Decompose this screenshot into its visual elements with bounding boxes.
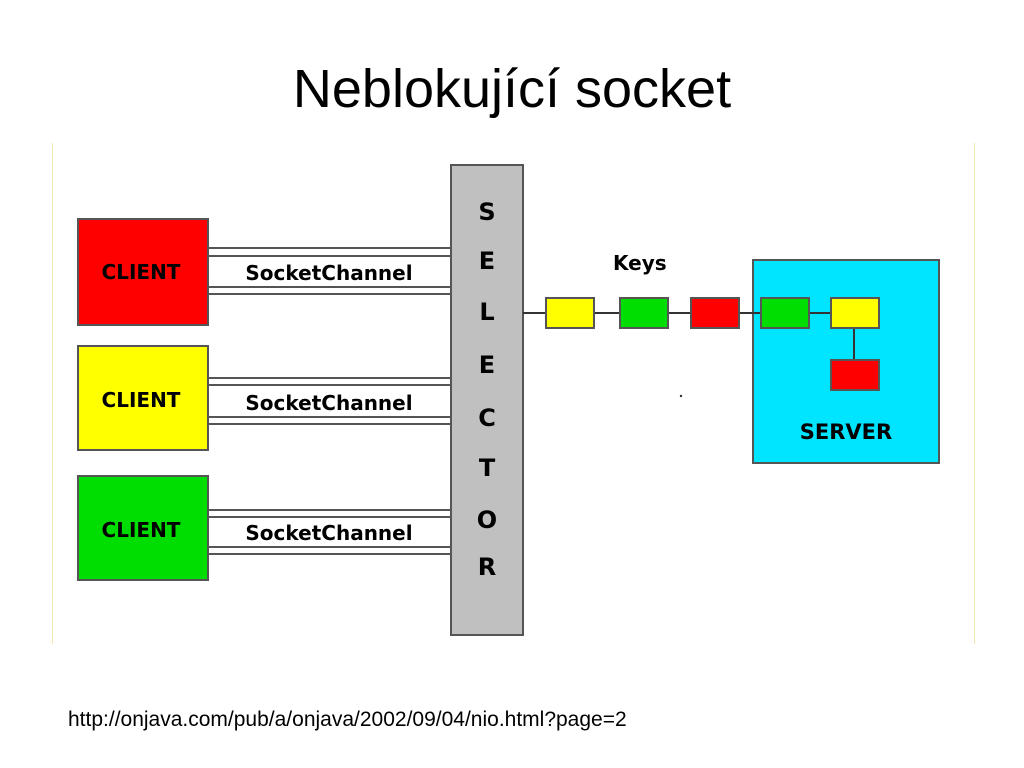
client-label-3: CLIENT xyxy=(102,518,181,542)
selector-letter: S xyxy=(478,198,495,226)
client-label-2: CLIENT xyxy=(102,388,181,412)
client-group-1: CLIENT SocketChannel xyxy=(77,218,450,326)
selector-box xyxy=(450,164,524,636)
selector-letter: E xyxy=(479,247,495,275)
server-key-box xyxy=(830,359,880,391)
client-box-3 xyxy=(77,475,209,581)
socket-channel-1 xyxy=(208,247,450,295)
client-label-1: CLIENT xyxy=(102,260,181,284)
socket-channel-2 xyxy=(208,377,450,425)
client-box-2 xyxy=(77,345,209,451)
slide-title: Neblokující socket xyxy=(292,59,732,119)
selector-letter: E xyxy=(479,351,495,379)
client-group-2: CLIENT SocketChannel xyxy=(77,345,450,451)
socket-channel-label-2: SocketChannel xyxy=(245,391,412,415)
selector-letter: C xyxy=(478,404,496,432)
client-box-1 xyxy=(77,218,209,326)
socket-channel-3 xyxy=(208,509,450,555)
stray-dot xyxy=(679,394,683,398)
key-box-3 xyxy=(690,297,740,329)
selector-letter: L xyxy=(479,298,494,326)
keys-label: Keys xyxy=(613,251,667,275)
key-box-2 xyxy=(619,297,669,329)
nio-selector-diagram: CLIENT SocketChannel CLIENT SocketChanne… xyxy=(77,164,940,636)
socket-channel-label-3: SocketChannel xyxy=(245,521,412,545)
source-url: http://onjava.com/pub/a/onjava/2002/09/0… xyxy=(68,708,627,731)
selector-letter: O xyxy=(477,506,497,534)
server-label: SERVER xyxy=(800,420,892,444)
client-group-3: CLIENT SocketChannel xyxy=(77,475,450,581)
key-box-1 xyxy=(545,297,595,329)
key-box-4 xyxy=(760,297,810,329)
socket-channel-label-1: SocketChannel xyxy=(245,261,412,285)
selector-letter: R xyxy=(478,553,496,581)
selector-letter: T xyxy=(479,454,496,482)
diagram-frame: CLIENT SocketChannel CLIENT SocketChanne… xyxy=(52,143,975,644)
key-box-5 xyxy=(830,297,880,329)
selector: S E L E C T O R xyxy=(450,164,524,636)
